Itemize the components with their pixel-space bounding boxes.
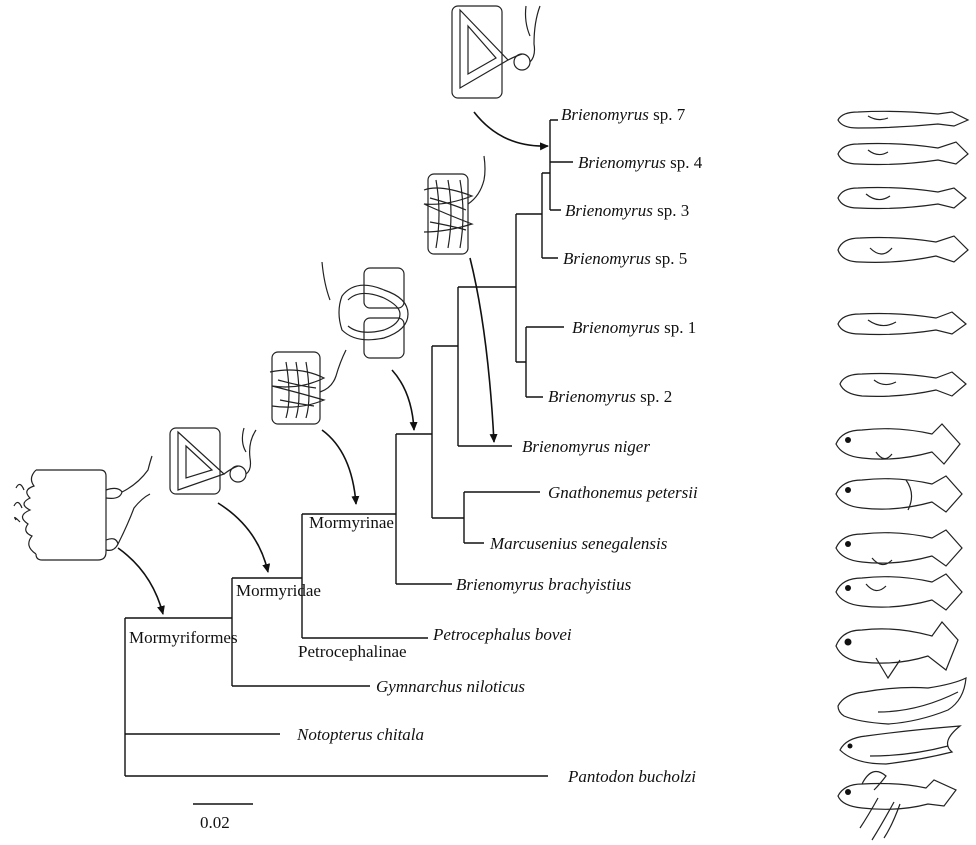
taxon-label: Brienomyrus niger [522, 437, 650, 456]
clade-label-mormyridae: Mormyridae [236, 581, 321, 600]
arrow-to-mormyriformes [118, 548, 163, 614]
arrows [118, 112, 548, 614]
fish-silhouette-icon [836, 424, 960, 464]
branch-mormyrinae [396, 434, 452, 584]
taxon-label: Brienomyrus sp. 3 [565, 201, 689, 220]
taxon-label: Gnathonemus petersii [548, 483, 698, 502]
taxon-label: Brienomyrus sp. 7 [561, 105, 686, 124]
scale-bar-label: 0.02 [200, 813, 230, 832]
taxon-label: Brienomyrus sp. 2 [548, 387, 672, 406]
fish-silhouette-icon [836, 476, 962, 512]
taxon-label: Brienomyrus brachyistius [456, 575, 632, 594]
electrocyte-nonpenetrating-stalk-icon [452, 6, 540, 98]
branch-mormyridae [302, 514, 428, 638]
electrocyte-penetrating-stalk-icon [14, 456, 152, 560]
fish-silhouette-icon [840, 726, 960, 764]
fish-silhouette-icon [836, 622, 958, 678]
scale-bar: 0.02 [193, 804, 253, 832]
branch-b7-b4-b3 [550, 120, 573, 210]
fish-silhouette-icon [836, 530, 962, 566]
arrow-to-b-clade [474, 112, 548, 146]
branch-inner-c [516, 214, 542, 362]
fish-silhouette-icon [838, 188, 966, 209]
fish-silhouette-icon [838, 678, 966, 724]
arrow-to-b-niger [470, 258, 494, 442]
taxon-label: Gymnarchus niloticus [376, 677, 525, 696]
taxon-label: Brienomyrus sp. 1 [572, 318, 696, 337]
fish-silhouette-icon [838, 142, 968, 165]
taxon-label: Petrocephalus bovei [432, 625, 572, 644]
electrocyte-folded-stalk-icon [424, 156, 485, 254]
fish-silhouette-icon [840, 372, 966, 396]
clade-label-petrocephalinae: Petrocephalinae [298, 642, 407, 661]
electrocyte-folded-stalk-icon [322, 262, 408, 358]
fish-silhouette-icon [838, 772, 956, 841]
taxon-label: Brienomyrus sp. 4 [578, 153, 703, 172]
arrow-to-mormyrinae [322, 430, 356, 504]
taxon-label: Marcusenius senegalensis [489, 534, 668, 553]
fish-silhouette-icon [838, 312, 966, 335]
electrocyte-nonpenetrating-stalk-icon [170, 428, 256, 494]
fish-silhouette-icon [836, 574, 962, 610]
branch-inner-b [458, 287, 516, 446]
electrocyte-folded-stalk-icon [270, 350, 346, 424]
taxon-label: Brienomyrus sp. 5 [563, 249, 687, 268]
fish-silhouette-icon [838, 236, 968, 262]
branch-inner-a [432, 346, 464, 518]
taxon-label: Notopterus chitala [296, 725, 424, 744]
fish-silhouette-icon [838, 111, 968, 128]
arrow-to-inner-node [392, 370, 414, 430]
arrow-to-mormyridae [218, 503, 268, 572]
clade-label-mormyrinae: Mormyrinae [309, 513, 394, 532]
taxon-label: Pantodon bucholzi [567, 767, 696, 786]
fish-column [836, 111, 968, 840]
clade-label-mormyriformes: Mormyriformes [129, 628, 238, 647]
